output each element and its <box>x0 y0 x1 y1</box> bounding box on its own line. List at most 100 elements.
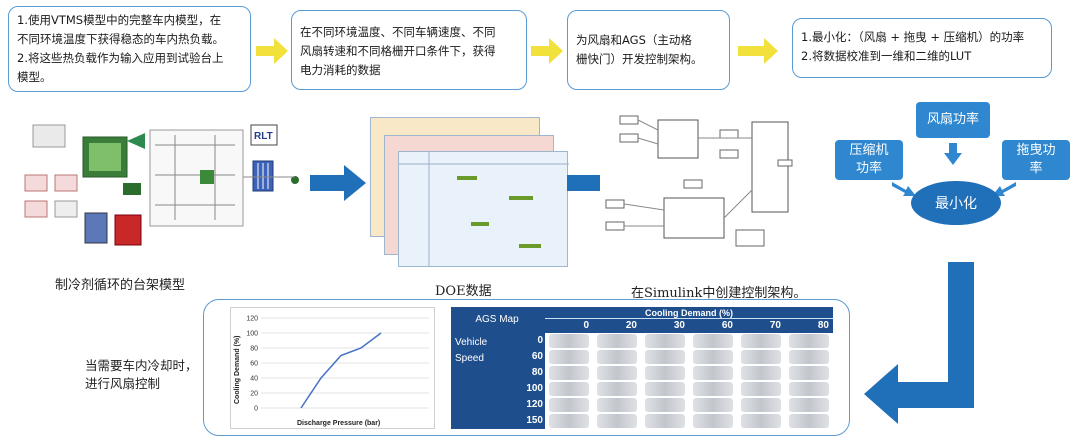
ags-column-header: 60 <box>721 320 733 331</box>
chart-ylabel: Cooling Demand (%) <box>234 336 241 404</box>
step1-line4: 模型。 <box>17 70 52 84</box>
drag-power-box: 拖曳功 率 <box>1002 140 1070 180</box>
compressor-power-line2: 功率 <box>855 161 882 176</box>
chart-axes: 0 20 40 60 80 100 120 <box>246 316 429 413</box>
fan-control-line2: 进行风扇控制 <box>85 376 161 391</box>
yellow-arrow-2-icon <box>531 38 563 64</box>
ags-blurred-cell <box>693 398 733 412</box>
ags-row-header: 60 <box>531 351 543 362</box>
cooling-demand-plot: Cooling Demand (%) Discharge Pressure (b… <box>234 316 429 427</box>
step-box-4: 1.最小化：（风扇 + 拖曳 + 压缩机）的功率 2.将数据校准到一维和二维的L… <box>792 18 1052 78</box>
ags-blurred-cell <box>549 382 589 396</box>
chart-ytick-label: 60 <box>250 361 258 368</box>
ags-row-header: 100 <box>526 383 543 394</box>
ags-blurred-cell <box>741 414 781 428</box>
compressor-power-box: 压缩机 功率 <box>835 140 903 180</box>
vehicle-label: Vehicle <box>455 337 488 348</box>
fan-control-text: 当需要车内冷却时， 进行风扇控制 <box>85 357 198 393</box>
ags-blurred-cell <box>693 414 733 428</box>
ags-blurred-cell <box>789 382 829 396</box>
ags-blurred-cell <box>741 382 781 396</box>
cooling-demand-header: Cooling Demand (%) <box>545 307 833 319</box>
doe-data-sheets <box>370 117 570 267</box>
speed-label: Speed <box>455 353 484 364</box>
step1-line3: 2.将这些热负载作为输入应用到试验台上 <box>17 51 224 65</box>
ags-row-header: 150 <box>526 415 543 426</box>
yellow-arrow-3-icon <box>738 38 778 64</box>
simulink-architecture-diagram <box>600 110 810 270</box>
refrigerant-rig-schematic-icon: RLT <box>24 124 299 246</box>
ags-blurred-cell <box>597 334 637 348</box>
ags-blurred-cell <box>693 334 733 348</box>
rig-caption: 制冷剂循环的台架模型 <box>55 278 186 293</box>
ags-blurred-cell <box>645 382 685 396</box>
ags-blurred-cell <box>789 334 829 348</box>
ags-blurred-cell <box>597 382 637 396</box>
ags-blurred-cell <box>693 350 733 364</box>
simulink-caption: 在Simulink中创建控制架构。 <box>631 286 807 301</box>
ags-blurred-cell <box>645 350 685 364</box>
ags-map-title: AGS Map <box>475 313 519 325</box>
drag-power-line1: 拖曳功 <box>1016 143 1056 158</box>
ags-blurred-cell <box>549 334 589 348</box>
minimize-label: 最小化 <box>935 196 977 212</box>
ags-blurred-cell <box>741 350 781 364</box>
ags-blurred-cell <box>645 398 685 412</box>
chart-ytick-label: 0 <box>254 406 258 413</box>
step4-line2: 2.将数据校准到一维和二维的LUT <box>801 49 972 63</box>
ags-blurred-cell <box>549 414 589 428</box>
ags-values-blurred <box>545 333 833 429</box>
ags-blurred-cell <box>789 366 829 380</box>
ags-column-header: 0 <box>583 320 589 331</box>
ags-blurred-cell <box>789 350 829 364</box>
ags-blurred-cell <box>693 366 733 380</box>
fan-power-box: 风扇功率 <box>916 102 990 138</box>
cooling-demand-chart: Cooling Demand (%) Discharge Pressure (b… <box>230 307 435 429</box>
ags-blurred-cell <box>597 414 637 428</box>
arrow-right-to-minimize-icon <box>892 182 916 196</box>
yellow-arrow-1-icon <box>256 38 288 64</box>
ags-blurred-cell <box>549 366 589 380</box>
ags-blurred-cell <box>789 414 829 428</box>
doe-sheet-front <box>398 151 569 267</box>
chart-ytick-label: 120 <box>246 316 258 323</box>
chart-series-line <box>300 332 382 409</box>
ags-blurred-cell <box>597 366 637 380</box>
arrow-left-to-minimize-icon <box>992 182 1016 196</box>
step2-line1: 在不同环境温度、不同车辆速度、不同 <box>300 25 496 39</box>
step1-line2: 不同环境温度下获得稳态的车内热负载。 <box>17 32 224 46</box>
step-box-1: 1.使用VTMS模型中的完整车内模型，在 不同环境温度下获得稳态的车内热负载。 … <box>8 6 251 92</box>
chart-ytick-label: 80 <box>250 346 258 353</box>
ags-blurred-cell <box>693 382 733 396</box>
ags-blurred-cell <box>597 350 637 364</box>
chart-ytick-label: 100 <box>246 331 258 338</box>
chart-ytick-label: 20 <box>250 391 258 398</box>
ags-row-header: 0 <box>537 335 543 346</box>
arrow-down-to-minimize-icon <box>944 143 962 165</box>
step3-line1: 为风扇和AGS（主动格 <box>576 33 692 47</box>
ags-column-header: 30 <box>673 320 685 331</box>
ags-column-header: 80 <box>817 320 829 331</box>
ags-row-header: 80 <box>531 367 543 378</box>
step3-line2: 栅快门）开发控制架构。 <box>576 52 703 66</box>
step4-line1: 1.最小化：（风扇 + 拖曳 + 压缩机）的功率 <box>801 30 1025 44</box>
ags-blurred-cell <box>741 366 781 380</box>
ags-blurred-cell <box>549 398 589 412</box>
chart-marks <box>300 332 382 409</box>
step1-line1: 1.使用VTMS模型中的完整车内模型，在 <box>17 13 222 27</box>
return-arrow-icon <box>864 262 974 424</box>
ags-blurred-cell <box>789 398 829 412</box>
minimize-node: 最小化 <box>911 181 1001 225</box>
simulink-blocks-icon <box>605 115 793 247</box>
fan-control-line1: 当需要车内冷却时， <box>85 358 198 373</box>
ags-blurred-cell <box>645 414 685 428</box>
doe-caption: DOE数据 <box>435 284 492 299</box>
ags-row-header: 120 <box>526 399 543 410</box>
ags-column-header: 20 <box>625 320 637 331</box>
rlt-badge: RLT <box>254 131 273 142</box>
ags-blurred-cell <box>645 334 685 348</box>
fan-power-label: 风扇功率 <box>926 112 979 127</box>
chart-ytick-label: 40 <box>250 376 258 383</box>
step2-line2: 风扇转速和不同格栅开口条件下，获得 <box>300 44 496 58</box>
